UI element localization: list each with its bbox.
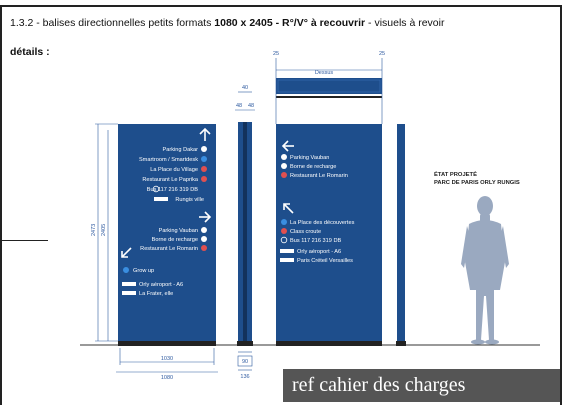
frame-left bbox=[0, 5, 2, 405]
side-view-edge bbox=[243, 122, 247, 341]
width-dimension bbox=[116, 348, 218, 373]
parking-icon bbox=[201, 227, 207, 233]
back-group-1: Parking Vauban Borne de recharge Restaur… bbox=[281, 154, 348, 179]
restaurant-icon bbox=[201, 245, 207, 251]
arrow-left-icon bbox=[281, 140, 294, 152]
back-item-label: Restaurant Le Romarin bbox=[290, 173, 348, 179]
front-item-label: Rungis ville bbox=[175, 197, 204, 203]
side-dimensions bbox=[235, 91, 255, 371]
restaurant-icon bbox=[201, 176, 207, 182]
front-item-label: Grow up bbox=[133, 268, 154, 274]
restaurant-icon bbox=[281, 172, 287, 178]
arrow-down-left-icon bbox=[121, 247, 132, 258]
state-caption-line-2: PARC DE PARIS ORLY RUNGIS bbox=[434, 180, 520, 186]
title-prefix: 1.3.2 - balises directionnelles petits f… bbox=[10, 17, 212, 29]
route-badge bbox=[154, 197, 168, 201]
back-item-label: Orly aéroport - A6 bbox=[297, 249, 341, 255]
dim-depth-right: 48 bbox=[248, 103, 254, 109]
reference-caption: ref cahier des charges bbox=[283, 369, 560, 402]
front-item-label: Restaurant Le Paprika bbox=[142, 177, 199, 183]
bus-icon bbox=[152, 185, 160, 193]
dim-panel-height: 2405 bbox=[101, 224, 107, 236]
dot-icon bbox=[281, 219, 287, 225]
top-view-cap-inner bbox=[277, 79, 381, 93]
top-view-label: Dessus bbox=[315, 70, 334, 76]
back-side-view-base bbox=[396, 341, 406, 346]
back-sign-panel bbox=[276, 124, 382, 341]
front-item-label: Restaurant Le Romarin bbox=[140, 246, 198, 252]
frame-top bbox=[0, 5, 562, 7]
front-item-label: La Place du Village bbox=[150, 167, 198, 173]
restaurant-icon bbox=[281, 228, 287, 234]
front-group-2: Parking Vauban Borne de recharge Restaur… bbox=[140, 227, 207, 252]
bus-icon bbox=[280, 236, 288, 244]
height-dimension bbox=[95, 123, 118, 342]
back-sign-base bbox=[276, 341, 382, 346]
parking-icon bbox=[281, 154, 287, 160]
back-item-label: Bus 117 216 319 DB bbox=[290, 238, 341, 244]
back-item-label: Paris Créteil Versailles bbox=[297, 258, 353, 264]
front-item-label: Parking Dakar bbox=[163, 147, 199, 153]
parking-icon bbox=[201, 146, 207, 152]
dim-depth-top: 40 bbox=[242, 85, 248, 91]
arrow-up-left-icon bbox=[283, 203, 294, 214]
dim-side-90: 90 bbox=[242, 359, 248, 365]
dot-icon bbox=[201, 166, 207, 172]
top-dimensions bbox=[275, 58, 383, 124]
back-item-label: La Place des découvertes bbox=[290, 220, 355, 226]
front-item-label: Borne de recharge bbox=[152, 237, 198, 243]
frame-right bbox=[560, 5, 562, 405]
state-caption-line-1: ÉTAT PROJETÉ bbox=[434, 172, 477, 178]
dim-total-height: 2473 bbox=[91, 224, 97, 236]
back-group-2: La Place des découvertes Class croute Bu… bbox=[280, 219, 355, 264]
dim-side-136: 136 bbox=[240, 374, 249, 380]
route-badge bbox=[280, 258, 294, 262]
front-group-3: Grow up Orly aéroport - A6 La Frater, el… bbox=[122, 267, 183, 297]
side-view-base bbox=[237, 341, 253, 346]
route-badge bbox=[280, 249, 294, 253]
front-item-label: Bus 117 216 319 DB bbox=[147, 187, 198, 193]
front-sign-panel bbox=[118, 124, 216, 341]
route-badge bbox=[122, 282, 136, 286]
back-item-label: Parking Vauban bbox=[290, 155, 329, 161]
charging-icon bbox=[201, 236, 207, 242]
left-side-tick bbox=[0, 240, 48, 241]
title-suffix: - visuels à revoir bbox=[368, 17, 445, 29]
title-dimensions: 1080 x 2405 - R°/V° à recouvrir bbox=[214, 17, 366, 29]
person-silhouette bbox=[461, 196, 509, 345]
dot-icon bbox=[201, 156, 207, 162]
charging-icon bbox=[281, 163, 287, 169]
route-badge bbox=[122, 291, 136, 295]
dim-base-width: 1080 bbox=[161, 375, 173, 381]
dim-panel-width: 1030 bbox=[161, 356, 173, 362]
page-title: 1.3.2 - balises directionnelles petits f… bbox=[10, 17, 444, 29]
front-item-label: Orly aéroport - A6 bbox=[139, 282, 183, 288]
front-item-label: Smartroom / Smartdesk bbox=[139, 157, 198, 163]
back-item-label: Class croute bbox=[290, 229, 321, 235]
front-group-1: Parking Dakar Smartroom / Smartdesk La P… bbox=[139, 146, 207, 203]
front-item-label: La Frater, elle bbox=[139, 291, 173, 297]
dim-top-left: 25 bbox=[273, 51, 279, 57]
front-sign-base bbox=[118, 341, 216, 346]
details-label: détails : bbox=[10, 46, 50, 58]
arrow-right-icon bbox=[199, 211, 212, 223]
dim-top-right: 25 bbox=[379, 51, 385, 57]
dim-depth-left: 48 bbox=[236, 103, 242, 109]
back-item-label: Borne de recharge bbox=[290, 164, 336, 170]
arrow-up-icon bbox=[199, 127, 211, 141]
top-view-cap bbox=[276, 78, 382, 94]
dot-icon bbox=[123, 267, 129, 273]
back-side-view-panel bbox=[397, 124, 405, 341]
state-caption: ÉTAT PROJETÉ PARC DE PARIS ORLY RUNGIS bbox=[434, 171, 520, 187]
front-item-label: Parking Vauban bbox=[159, 228, 198, 234]
